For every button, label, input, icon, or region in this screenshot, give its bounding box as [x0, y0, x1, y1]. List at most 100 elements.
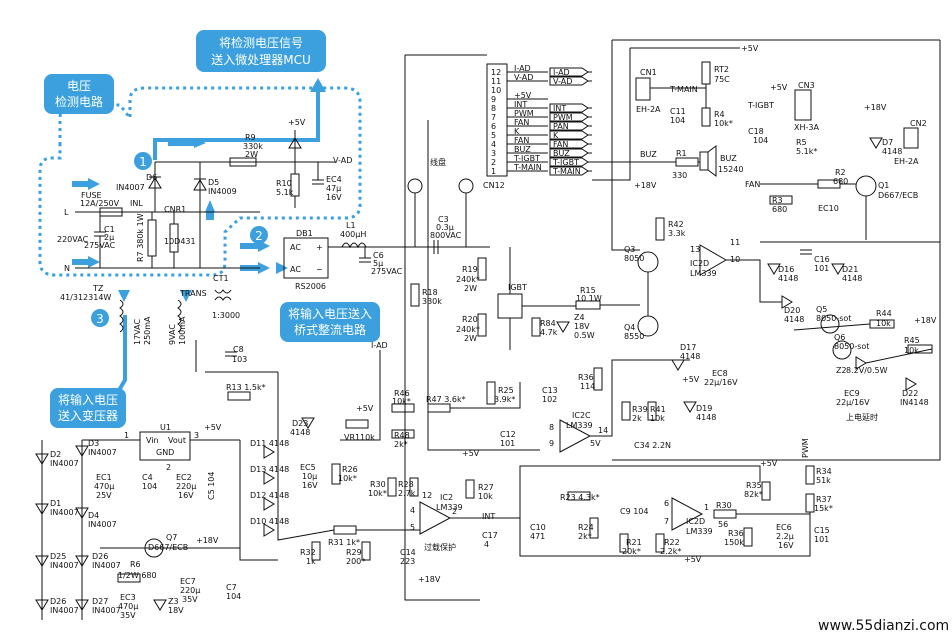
cn3-5v: +5V	[770, 83, 788, 92]
cn1-label: CN1	[640, 68, 657, 77]
annotation-layer: 将检测电压信号 送入微处理器MCU 电压 检测电路 将输入电压送入 桥式整流电路…	[38, 30, 380, 428]
c10-label: C10	[530, 523, 546, 532]
tz-secondary	[177, 299, 182, 333]
r22-value: 2.2k*	[660, 547, 681, 556]
cn12-signal-12: I-AD	[514, 64, 531, 73]
voltage-detect-section: D6 IN4007 D5 IN4009 R9 330k 2W R10 5.1k …	[116, 118, 352, 268]
ct1-label: CT1	[213, 274, 229, 283]
cn12-tag-box-2	[549, 157, 589, 167]
d12-label: D12 4148	[250, 491, 289, 500]
cn12-tag-box-8	[549, 103, 589, 113]
right-block-section: C16 101 D16 4148 D21 4148 D20 4148 Q5 80…	[767, 249, 937, 422]
r34-value: 51k	[816, 476, 831, 485]
int-label: INT	[482, 512, 495, 521]
ic2c-pin8: 8	[549, 423, 554, 432]
mcu-callout-line2: 送入微处理器MCU	[211, 52, 311, 67]
rt2-value: 75C	[714, 75, 730, 84]
r2-label: R2	[835, 168, 846, 177]
r19-label: R19	[462, 265, 478, 274]
trans-arrow-1	[118, 290, 130, 302]
rt2-label: RT2	[714, 65, 729, 74]
q5-label: Q5	[816, 305, 827, 314]
d22-type: IN4148	[900, 398, 929, 407]
cn12-pin-5: 5	[491, 131, 496, 140]
bc-5v: +5V	[684, 555, 702, 564]
psu-18v: +18V	[196, 536, 219, 545]
cn12-tag-4: FAN	[553, 140, 568, 149]
cn12-tag-box-6	[549, 121, 589, 131]
r21-label: R21	[626, 538, 642, 547]
c5-label: C5 104	[207, 472, 216, 501]
q1-label: Q1	[878, 181, 889, 190]
tz-primary	[119, 299, 124, 333]
r23-label: R23 4.3k*	[560, 493, 600, 502]
r36-value: 114	[580, 382, 595, 391]
r25-label: R25	[498, 386, 514, 395]
detect-arrow-up	[205, 200, 215, 212]
ac-input-label: 220VAC	[57, 235, 89, 244]
r46-value: 10k*	[392, 397, 411, 406]
d11-label: D11 4148	[250, 439, 289, 448]
r5-label: R5	[796, 138, 807, 147]
ic2-pin4: 4	[410, 506, 415, 515]
u1-gnd: GND	[156, 448, 174, 457]
q6-label: Q6	[834, 333, 845, 342]
c1-value: 2μ	[104, 233, 114, 242]
cn12-signal-4: FAN	[514, 136, 529, 145]
d21-label: D21	[842, 265, 858, 274]
l1-label: L1	[346, 221, 356, 230]
r4-value: 10k*	[714, 119, 733, 128]
r15-label: R15	[580, 286, 596, 295]
q3-part: 8050	[624, 254, 644, 263]
r41-symbol	[647, 401, 657, 421]
d27-label: D27	[92, 597, 108, 606]
r46-symbol	[391, 403, 415, 413]
z2-label: Z2	[836, 366, 847, 375]
c14-value: 223	[400, 557, 415, 566]
r28-label: R28	[398, 480, 414, 489]
c34-label: C34 2.2N	[634, 441, 671, 450]
step-1-circle	[134, 152, 152, 170]
top-right-section: +5V CN1 EH-2A T-MAIN RT2 75C R4 10k* C11…	[630, 44, 927, 214]
cn1-part: EH-2A	[636, 105, 661, 114]
right-18v: +18V	[914, 316, 937, 325]
N-terminal: N	[64, 264, 70, 273]
cn12-tag-box-7	[549, 112, 589, 122]
tz-17v: 17VAC	[133, 319, 142, 345]
coil-label: 线盘	[430, 157, 446, 167]
cn2-label: CN2	[910, 119, 927, 128]
bridge-callout-line2: 桥式整流电路	[294, 322, 366, 337]
r25-value: 3.9k*	[494, 395, 515, 404]
q1-symbol	[855, 175, 877, 197]
comparator-c-section: R25 3.9k* C13 102 R36 114 IC2C LM339 8 9…	[486, 367, 716, 453]
d22-symbol	[905, 377, 917, 391]
buz-value: 15240	[718, 165, 743, 174]
cn2-part: EH-2A	[894, 157, 919, 166]
ec1-value1: 470μ	[94, 482, 114, 491]
cn12-pin-6: 6	[491, 122, 496, 131]
cn12-signal-1: T-MAIN	[513, 163, 542, 172]
ic2d-lower-pin1: 1	[704, 503, 709, 512]
trans-callout-line1: 将输入电压	[58, 392, 118, 407]
r42-value: 3.3k	[668, 229, 686, 238]
u1-vin: Vin	[146, 436, 159, 445]
r7-label: R7 380k 1W	[136, 213, 145, 262]
detect-callout-bubble	[44, 74, 114, 114]
d4-label: D4	[88, 511, 99, 520]
tmain-label: T-MAIN	[669, 85, 698, 94]
r18-value: 330k	[422, 297, 442, 306]
r9-symbol	[229, 157, 257, 167]
z4-watt: 0.5W	[574, 331, 595, 340]
cn12-signal-6: FAN	[514, 118, 529, 127]
r48-label: R48	[394, 431, 410, 440]
transformer-section: CT1 TRANS 1:3000 TZ 41/312314W 17VAC 250…	[60, 274, 388, 401]
igbt-symbol	[497, 293, 523, 319]
r27-label: R27	[478, 483, 494, 492]
rect-arrow-2	[258, 262, 270, 274]
c16-label: C16	[814, 255, 830, 264]
d11-symbol	[263, 445, 275, 459]
c6-voltage: 275VAC	[371, 267, 403, 276]
cn12-signal-9: +5V	[514, 91, 532, 100]
d17-label: D17	[680, 343, 696, 352]
